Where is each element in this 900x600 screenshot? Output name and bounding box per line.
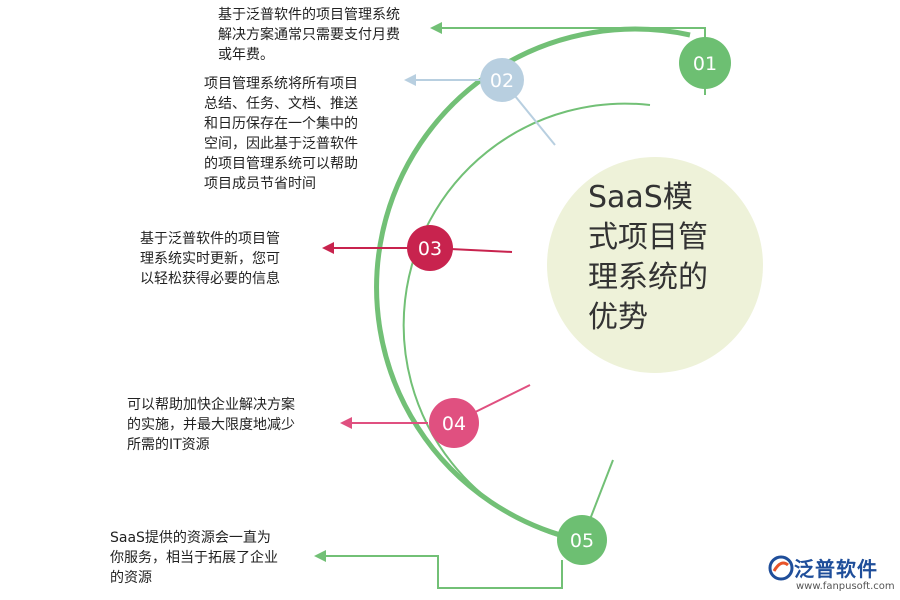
item-01-text: 基于泛普软件的项目管理系统 解决方案通常只需要支付月费 或年费。	[218, 7, 400, 63]
outer-arc	[374, 26, 691, 543]
item-04-text: 可以帮助加快企业解决方案 的实施，并最大限度地减少 所需的IT资源	[127, 397, 295, 453]
node-02-label: 02	[490, 70, 514, 92]
node-01: 01	[679, 37, 731, 89]
node-05-label: 05	[570, 530, 594, 552]
logo-url: www.fanpusoft.com	[796, 581, 895, 592]
arrowhead-02	[404, 74, 416, 86]
node-04-label: 04	[442, 413, 466, 435]
logo-mark-icon	[768, 555, 794, 581]
item-05-text: SaaS提供的资源会一直为 你服务，相当于拓展了企业 的资源	[110, 530, 278, 586]
node-03-label: 03	[418, 238, 442, 260]
center-title: SaaS模 式项目管 理系统的 优势	[588, 180, 708, 335]
arrow-line-05	[322, 555, 563, 589]
brand-logo: 泛普软件 www.fanpusoft.com	[768, 553, 898, 598]
node-02: 02	[480, 58, 524, 102]
node-01-label: 01	[693, 53, 717, 75]
item-02-text: 项目管理系统将所有项目 总结、任务、文档、推送 和日历保存在一个集中的 空间，因…	[204, 76, 358, 192]
inner-arc	[402, 102, 651, 546]
arrowhead-01	[430, 22, 442, 34]
node-05: 05	[557, 515, 607, 565]
item-03-text: 基于泛普软件的项目管 理系统实时更新，您可 以轻松获得必要的信息	[140, 231, 280, 287]
arrowhead-03	[322, 242, 334, 254]
node-03: 03	[407, 225, 453, 271]
arrowhead-04	[340, 417, 352, 429]
arrowhead-05	[314, 550, 326, 562]
logo-name: 泛普软件	[794, 557, 878, 581]
center-circle	[547, 157, 763, 373]
node-04: 04	[429, 398, 479, 448]
